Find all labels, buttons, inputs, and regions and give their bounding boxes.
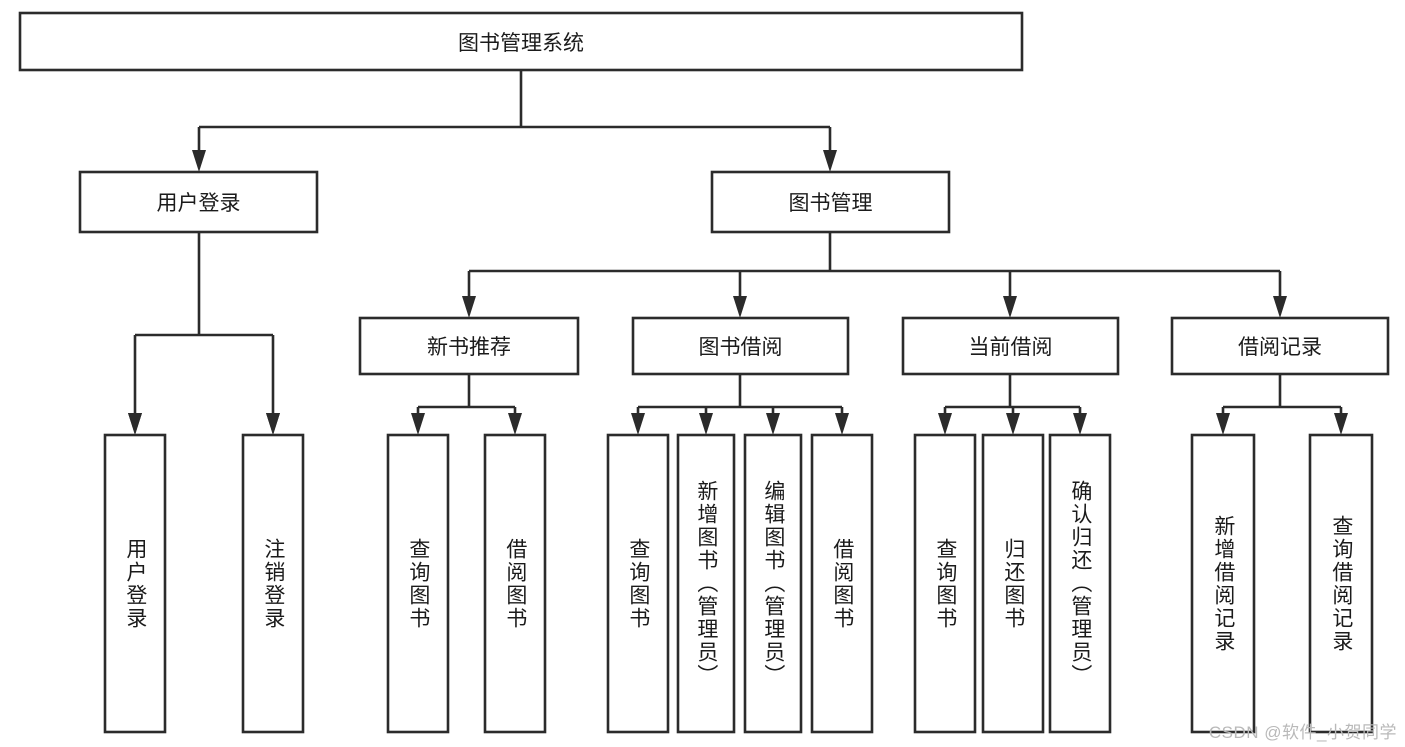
arrow-head-icon bbox=[1006, 413, 1020, 435]
arrow-head-icon bbox=[823, 150, 837, 172]
node-box-查询图书[interactable] bbox=[386, 433, 450, 734]
node-box-新增借阅记录[interactable] bbox=[1190, 433, 1256, 734]
csdn-watermark: CSDN @软件_小贺同学 bbox=[1208, 723, 1397, 742]
node-box-图书管理[interactable] bbox=[710, 170, 951, 234]
arrow-head-icon bbox=[1334, 413, 1348, 435]
arrow-head-icon bbox=[411, 413, 425, 435]
arrow-head-icon bbox=[1073, 413, 1087, 435]
node-box-归还图书[interactable] bbox=[981, 433, 1045, 734]
node-box-用户登录[interactable] bbox=[103, 433, 167, 734]
arrow-head-icon bbox=[266, 413, 280, 435]
node-box-查询借阅记录[interactable] bbox=[1308, 433, 1374, 734]
arrow-head-icon bbox=[508, 413, 522, 435]
node-box-图书管理系统[interactable] bbox=[18, 11, 1024, 72]
node-box-借阅图书[interactable] bbox=[483, 433, 547, 734]
node-box-新书推荐[interactable] bbox=[358, 316, 580, 376]
node-box-注销登录[interactable] bbox=[241, 433, 305, 734]
arrow-head-icon bbox=[128, 413, 142, 435]
arrow-head-icon bbox=[1003, 296, 1017, 318]
node-box-新增图书管理员[interactable] bbox=[676, 433, 736, 734]
node-box-确认归还管理员[interactable] bbox=[1048, 433, 1112, 734]
node-box-借阅记录[interactable] bbox=[1170, 316, 1390, 376]
node-box-查询图书[interactable] bbox=[913, 433, 977, 734]
node-box-编辑图书管理员[interactable] bbox=[743, 433, 803, 734]
connector-lines-layer bbox=[128, 70, 1348, 435]
node-box-图书借阅[interactable] bbox=[631, 316, 850, 376]
arrow-head-icon bbox=[733, 296, 747, 318]
arrow-head-icon bbox=[766, 413, 780, 435]
arrow-head-icon bbox=[938, 413, 952, 435]
node-box-查询图书[interactable] bbox=[606, 433, 670, 734]
arrow-head-icon bbox=[699, 413, 713, 435]
arrow-head-icon bbox=[462, 296, 476, 318]
node-boxes-layer bbox=[18, 11, 1390, 734]
node-box-当前借阅[interactable] bbox=[901, 316, 1120, 376]
node-box-借阅图书[interactable] bbox=[810, 433, 874, 734]
node-box-用户登录[interactable] bbox=[78, 170, 319, 234]
arrow-head-icon bbox=[835, 413, 849, 435]
arrow-head-icon bbox=[631, 413, 645, 435]
arrow-head-icon bbox=[192, 150, 206, 172]
arrow-head-icon bbox=[1216, 413, 1230, 435]
arrow-head-icon bbox=[1273, 296, 1287, 318]
